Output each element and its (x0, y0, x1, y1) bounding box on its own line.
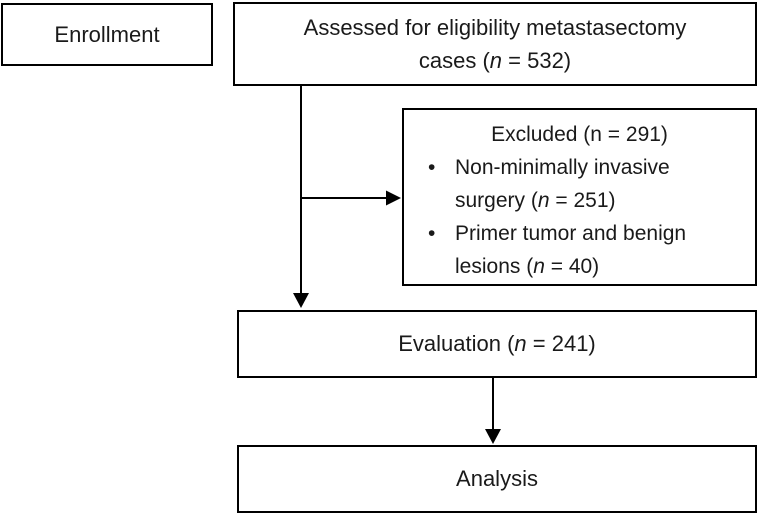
analysis-label: Analysis (456, 466, 538, 491)
excluded-item1-suffix: = 251) (549, 189, 616, 212)
excluded-title: Excluded (n = 291) (491, 123, 668, 146)
excluded-reason-item: • Primer tumor and benign lesions (n = 40… (404, 217, 755, 283)
evaluation-prefix: Evaluation ( (398, 331, 515, 356)
excluded-box: Excluded (n = 291) • Non-minimally invasi… (402, 108, 757, 286)
excluded-reasons-list: •Non-minimally invasive surgery (n = 251… (404, 151, 755, 283)
assessed-line2: cases (n = 532) (419, 44, 571, 77)
analysis-box: Analysis (237, 445, 757, 513)
assessed-line2-n: n (489, 48, 503, 73)
arrowhead-down-evaluation-icon (293, 293, 309, 308)
evaluation-box: Evaluation (n = 241) (237, 310, 757, 378)
bullet-icon: • (428, 222, 436, 245)
bullet-icon: • (428, 156, 436, 179)
assessed-line2-prefix: cases ( (418, 48, 490, 73)
arrowhead-right-excluded-icon (386, 190, 401, 206)
evaluation-suffix: = 241) (526, 331, 596, 356)
arrowhead-down-analysis-icon (485, 429, 501, 444)
enrollment-stage-label: Enrollment (54, 21, 160, 47)
excluded-item2-n: n (533, 255, 545, 278)
excluded-item1-n: n (537, 189, 550, 212)
evaluation-n: n (514, 331, 527, 356)
assessed-line2-suffix: = 532) (502, 48, 572, 73)
assessed-line1: Assessed for eligibility metastasectomy (303, 15, 687, 40)
excluded-item2-prefix: Primer tumor and benign lesions ( (455, 222, 687, 278)
enrollment-stage-box: Enrollment (1, 3, 213, 66)
evaluation-label: Evaluation (n = 241) (398, 331, 596, 357)
excluded-reason-item: • Non-minimally invasive surgery (n = 251… (404, 151, 755, 217)
assessed-for-eligibility-box: Assessed for eligibility metastasectomy … (233, 2, 757, 86)
excluded-item1-prefix: Non-minimally invasive surgery ( (455, 156, 670, 212)
excluded-item2-suffix: = 40) (544, 255, 600, 278)
